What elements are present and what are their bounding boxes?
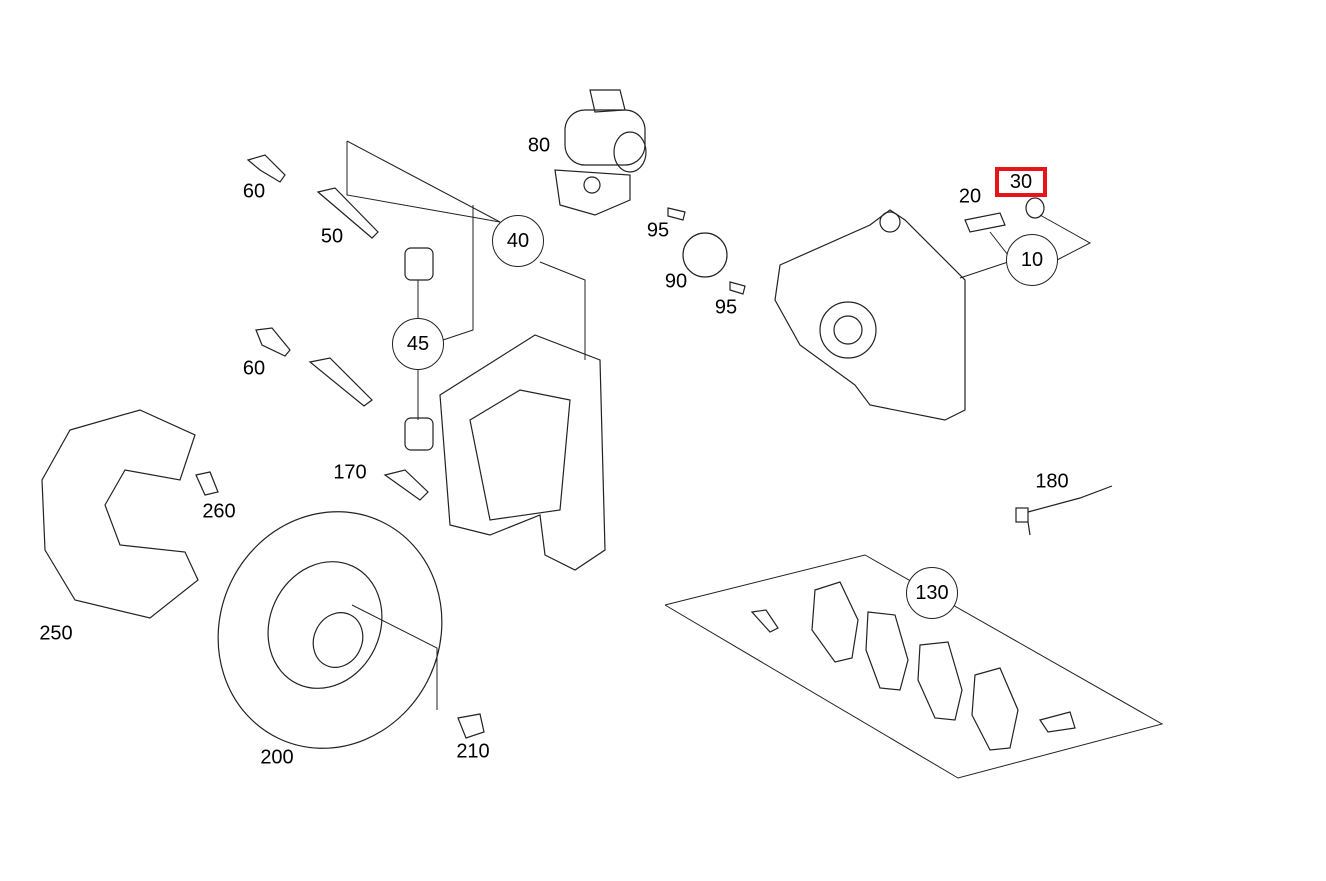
callout-130[interactable]: 130	[906, 567, 958, 619]
splash-shield-250	[41, 409, 199, 619]
callout-90[interactable]: 90	[664, 270, 688, 293]
motor-part-80	[554, 89, 647, 216]
brake-disc-200	[217, 511, 485, 749]
callout-260[interactable]: 260	[202, 500, 236, 523]
callout-20[interactable]: 20	[958, 185, 982, 208]
seal-90	[667, 207, 746, 295]
callout-50[interactable]: 50	[320, 225, 344, 248]
callout-60[interactable]: 60	[242, 357, 266, 380]
bleed-valve-20	[964, 197, 1045, 233]
wear-sensor-180	[1015, 485, 1113, 536]
brake-pads-130	[750, 581, 1076, 751]
caliper-housing-10	[774, 209, 966, 421]
bushings-45	[404, 247, 434, 451]
callout-40[interactable]: 40	[492, 215, 544, 267]
callout-170[interactable]: 170	[333, 461, 367, 484]
callout-95[interactable]: 95	[714, 296, 738, 319]
callout-250[interactable]: 250	[39, 622, 73, 645]
callout-60[interactable]: 60	[242, 180, 266, 203]
callout-45[interactable]: 45	[392, 318, 444, 370]
callout-210[interactable]: 210	[456, 740, 490, 763]
callout-95[interactable]: 95	[646, 219, 670, 242]
callout-30-highlighted[interactable]: 30	[995, 167, 1047, 197]
callout-10[interactable]: 10	[1006, 234, 1058, 286]
callout-80[interactable]: 80	[527, 134, 551, 157]
callout-180[interactable]: 180	[1035, 470, 1069, 493]
caliper-bracket-40	[439, 334, 606, 571]
leader-lines	[346, 140, 1164, 779]
bolts-left	[195, 154, 429, 501]
callout-200[interactable]: 200	[260, 746, 294, 769]
